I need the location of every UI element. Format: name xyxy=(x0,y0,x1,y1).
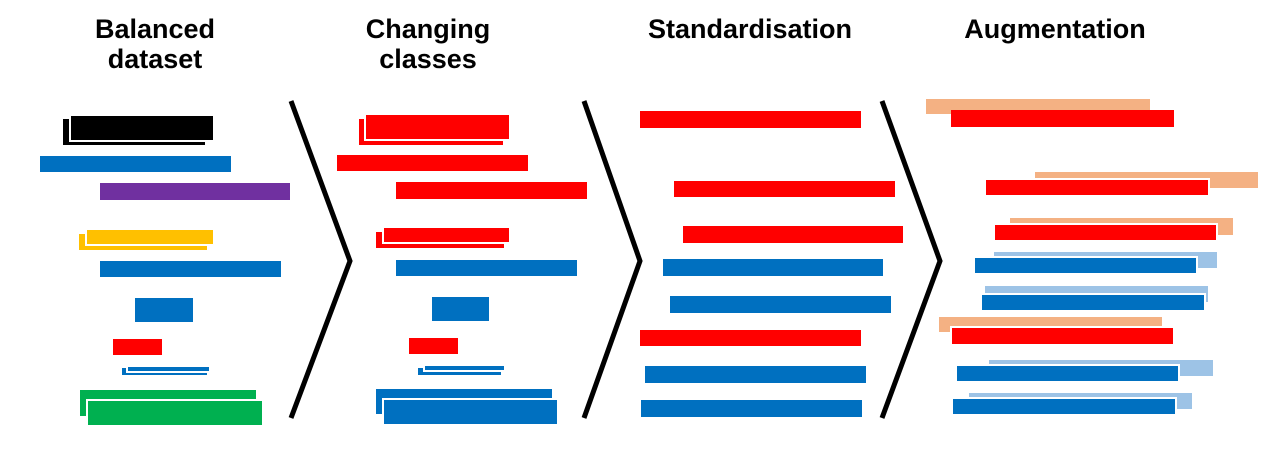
red-bar-4 xyxy=(950,326,1175,346)
stage-title-changing-classes: Changing classes xyxy=(365,14,491,74)
red-bar xyxy=(113,339,162,355)
chevron-arrow-3 xyxy=(879,100,943,419)
blue-bar-1 xyxy=(663,259,883,276)
blue-bar-3 xyxy=(645,366,866,383)
blue-bar-4 xyxy=(641,400,862,417)
blue-bar-2 xyxy=(432,297,489,321)
purple-bar xyxy=(100,183,290,200)
red-bar-4-front xyxy=(382,226,511,244)
red-bar-3 xyxy=(683,226,903,243)
red-bar-1-front xyxy=(364,113,511,141)
black-bar-front xyxy=(69,114,215,142)
red-bar-3 xyxy=(396,182,587,199)
green-bar-front xyxy=(86,399,264,427)
blue-bar-3-front xyxy=(382,398,559,426)
augmentation-group xyxy=(926,99,1258,416)
stage-title-standardisation: Standardisation xyxy=(647,14,853,44)
stage-title-balanced-dataset: Balanced dataset xyxy=(94,14,216,74)
red-bar-2 xyxy=(674,181,895,197)
red-bar-2 xyxy=(337,155,528,171)
chevron-arrow-1 xyxy=(288,100,353,419)
red-bar-1 xyxy=(951,110,1174,127)
red-bar-2 xyxy=(984,178,1210,197)
standardisation-group xyxy=(640,111,903,417)
blue-bar-2 xyxy=(980,293,1206,312)
blue-bar-3 xyxy=(135,298,193,322)
red-bar-1 xyxy=(640,111,861,128)
changing-classes-group xyxy=(337,113,587,426)
blue-bar-thin-front xyxy=(423,364,506,372)
blue-bar-2 xyxy=(100,261,281,277)
blue-bar-1 xyxy=(40,156,231,172)
yellow-bar-front xyxy=(85,228,215,246)
red-bar-5 xyxy=(409,338,458,354)
blue-bar-thin-front xyxy=(126,365,211,373)
red-bar-3 xyxy=(993,223,1218,242)
red-bar-4 xyxy=(640,330,861,346)
blue-bar-1 xyxy=(396,260,577,276)
chevron-arrows-group xyxy=(288,100,943,419)
balanced-dataset-group xyxy=(40,114,290,427)
blue-bar-3 xyxy=(955,364,1180,383)
stage-title-augmentation: Augmentation xyxy=(964,14,1146,44)
blue-bar-1 xyxy=(973,256,1198,275)
blue-bar-2 xyxy=(670,296,891,313)
chevron-arrow-2 xyxy=(581,100,643,419)
blue-bar-4 xyxy=(951,397,1177,416)
